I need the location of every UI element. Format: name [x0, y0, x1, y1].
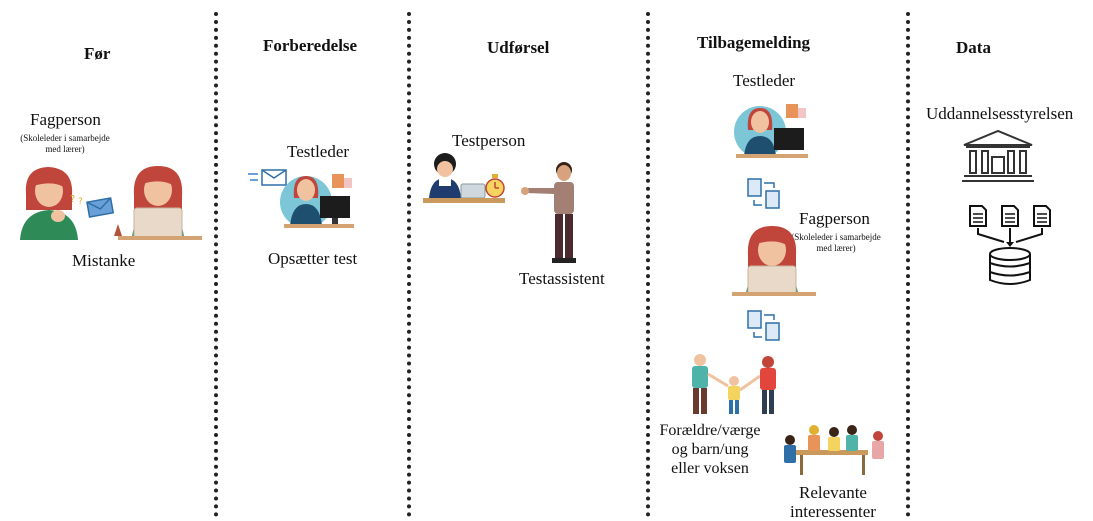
actor-testleder: Testleder	[287, 142, 350, 161]
heading-data: Data	[956, 38, 991, 57]
stakeholders-label-line-1: Relevante	[799, 483, 867, 502]
heading-udfoersel: Udførsel	[487, 38, 550, 57]
family-label: Forældre/værge og barn/ung eller voksen	[652, 421, 768, 478]
document-exchange-icon	[747, 178, 780, 209]
woman-at-laptop-icon	[114, 166, 202, 240]
database-icon	[969, 205, 1051, 285]
envelope-icon	[86, 197, 115, 218]
meeting-group-icon	[784, 425, 884, 475]
assistant-man-icon	[521, 162, 576, 263]
step-opsaetter-test: Opsætter test	[268, 249, 358, 268]
actor-note: (Skoleleder i samarbejde med lærer)	[5, 133, 125, 155]
actor-note-feedback-line-1: (Skoleleder i samarbejde	[791, 232, 881, 242]
heading-foer: Før	[84, 44, 111, 63]
column-divider-2	[407, 12, 411, 517]
step-mistanke: Mistanke	[72, 251, 136, 270]
actor-note-line-2: med lærer)	[45, 144, 85, 154]
family-label-line-1: Forældre/værge	[659, 422, 761, 439]
question-marks-icon: ? ?	[70, 194, 83, 207]
agency-uddannelsesstyrelsen: Uddannelsesstyrelsen	[926, 104, 1074, 123]
stakeholders-label-line-2: interessenter	[790, 502, 876, 521]
actor-note-feedback: (Skoleleder i samarbejde med lærer)	[776, 232, 896, 254]
actor-testleder-feedback: Testleder	[733, 71, 796, 90]
thinking-woman-icon	[20, 167, 78, 240]
child-at-laptop-icon	[423, 153, 505, 203]
document-exchange-icon	[747, 310, 780, 341]
actor-fagperson: Fagperson	[30, 110, 101, 129]
actor-testperson: Testperson	[452, 131, 526, 150]
family-label-line-3: eller voksen	[671, 460, 749, 477]
svg-text:?: ?	[78, 197, 83, 207]
family-icon	[692, 354, 776, 414]
government-building-icon	[962, 129, 1034, 182]
actor-testassistent: Testassistent	[519, 269, 605, 288]
stopwatch-icon	[485, 174, 505, 198]
family-label-line-2: og barn/ung	[671, 441, 749, 458]
svg-text:?: ?	[70, 194, 75, 205]
heading-tilbagemelding: Tilbagemelding	[697, 33, 811, 52]
column-divider-4	[906, 12, 910, 517]
actor-note-line-1: (Skoleleder i samarbejde	[20, 133, 110, 143]
woman-at-computer-icon	[280, 174, 354, 228]
actor-fagperson-feedback: Fagperson	[799, 209, 870, 228]
woman-at-laptop-icon	[732, 226, 816, 296]
column-divider-1	[214, 12, 218, 517]
actor-note-feedback-line-2: med lærer)	[816, 243, 856, 253]
stakeholders-label: Relevante interessenter	[778, 483, 888, 521]
woman-at-computer-icon	[734, 104, 808, 158]
column-divider-3	[646, 12, 650, 517]
envelope-icon	[248, 169, 287, 186]
heading-forberedelse: Forberedelse	[263, 36, 358, 55]
